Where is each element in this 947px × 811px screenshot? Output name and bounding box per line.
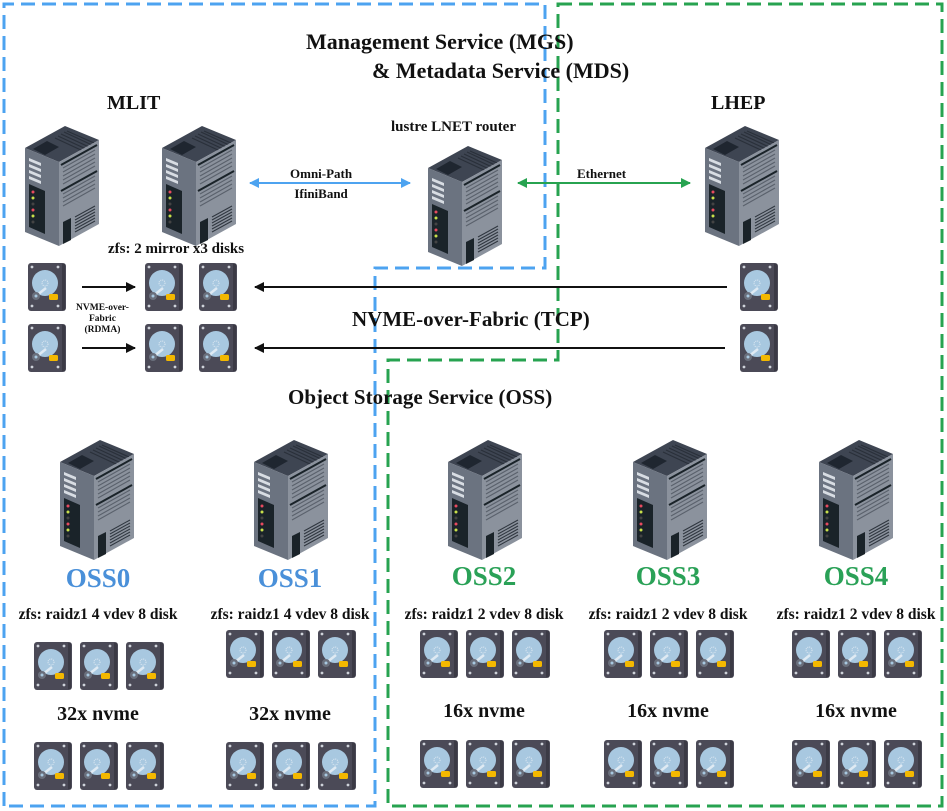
tcp-label: NVME-over-Fabric (TCP) <box>352 307 590 331</box>
lhep-disk-icon <box>740 324 778 372</box>
lhep-label: LHEP <box>711 92 766 114</box>
nvme-disk-icon <box>80 742 118 790</box>
omnipath-label: Omni-Path IfiniBand <box>290 166 353 201</box>
oss-server-icon <box>254 432 328 560</box>
nvme-disk-icon <box>272 742 310 790</box>
nvme-disk-icon <box>838 630 876 678</box>
oss-nvme-count: 16x nvme <box>815 700 897 722</box>
oss-name: OSS4 <box>823 561 889 591</box>
oss-nvme-count: 16x nvme <box>443 700 525 722</box>
nvme-disk-icon <box>604 740 642 788</box>
mds-disk-icon <box>145 263 183 311</box>
nvme-disk-icon <box>80 642 118 690</box>
oss-section-title: Object Storage Service (OSS) <box>288 385 553 409</box>
mds-title: & Metadata Service (MDS) <box>372 58 630 83</box>
lhep-server-icon <box>705 118 779 246</box>
nvme-disk-icon <box>226 630 264 678</box>
nvme-disk-icon <box>466 630 504 678</box>
nvme-disk-icon <box>650 630 688 678</box>
nvme-disk-icon <box>318 630 356 678</box>
nvme-disk-icon <box>226 742 264 790</box>
mds-server-icon <box>162 118 236 246</box>
nvme-disk-icon <box>34 742 72 790</box>
mlit-label: MLIT <box>107 92 161 114</box>
ethernet-label: Ethernet <box>577 166 627 181</box>
mlit-server-1-icon <box>25 118 99 246</box>
oss-name: OSS2 <box>451 561 517 591</box>
oss-nvme-count: 32x nvme <box>57 703 139 725</box>
lnet-router-icon <box>428 138 502 266</box>
nvme-disk-icon <box>420 740 458 788</box>
mds-disk-icon <box>199 324 237 372</box>
nvme-disk-icon <box>466 740 504 788</box>
oss-server-icon <box>448 432 522 560</box>
router-label: lustre LNET router <box>391 119 517 135</box>
mlit-disk-icon <box>28 263 66 311</box>
nvme-disk-icon <box>604 630 642 678</box>
oss-name: OSS3 <box>635 561 701 591</box>
oss-server-icon <box>60 432 134 560</box>
oss-server-icon <box>633 432 707 560</box>
oss-nvme-count: 16x nvme <box>627 700 709 722</box>
nvme-disk-icon <box>318 742 356 790</box>
oss-zfs-label: zfs: raidz1 2 vdev 8 disk <box>588 606 748 623</box>
mds-disk-icon <box>145 324 183 372</box>
mlit-disk-icon <box>28 324 66 372</box>
oss-nvme-count: 32x nvme <box>249 703 331 725</box>
nvme-disk-icon <box>838 740 876 788</box>
nvme-disk-icon <box>650 740 688 788</box>
nvme-disk-icon <box>884 740 922 788</box>
nvme-disk-icon <box>512 630 550 678</box>
oss-name: OSS1 <box>257 563 323 593</box>
nvme-disk-icon <box>696 630 734 678</box>
nvme-disk-icon <box>512 740 550 788</box>
nvme-disk-icon <box>126 742 164 790</box>
oss-zfs-label: zfs: raidz1 2 vdev 8 disk <box>404 606 564 623</box>
nvme-disk-icon <box>34 642 72 690</box>
oss-server-icon <box>819 432 893 560</box>
mlit-region-border <box>2 2 547 808</box>
mgs-title: Management Service (MGS) <box>306 29 574 54</box>
nvme-disk-icon <box>420 630 458 678</box>
nvme-disk-icon <box>792 630 830 678</box>
nvme-disk-icon <box>884 630 922 678</box>
oss-zfs-label: zfs: raidz1 4 vdev 8 disk <box>210 606 370 623</box>
lhep-region-border <box>386 2 944 808</box>
mds-disk-icon <box>199 263 237 311</box>
oss-zfs-label: zfs: raidz1 4 vdev 8 disk <box>18 606 178 623</box>
nvme-disk-icon <box>696 740 734 788</box>
nvme-disk-icon <box>126 642 164 690</box>
rdma-label: NVME-over- Fabric (RDMA) <box>76 303 129 335</box>
oss-zfs-label: zfs: raidz1 2 vdev 8 disk <box>776 606 936 623</box>
lhep-disk-icon <box>740 263 778 311</box>
nvme-disk-icon <box>792 740 830 788</box>
oss-name: OSS0 <box>65 563 131 593</box>
nvme-disk-icon <box>272 630 310 678</box>
mds-zfs-label: zfs: 2 mirror x3 disks <box>108 241 245 257</box>
